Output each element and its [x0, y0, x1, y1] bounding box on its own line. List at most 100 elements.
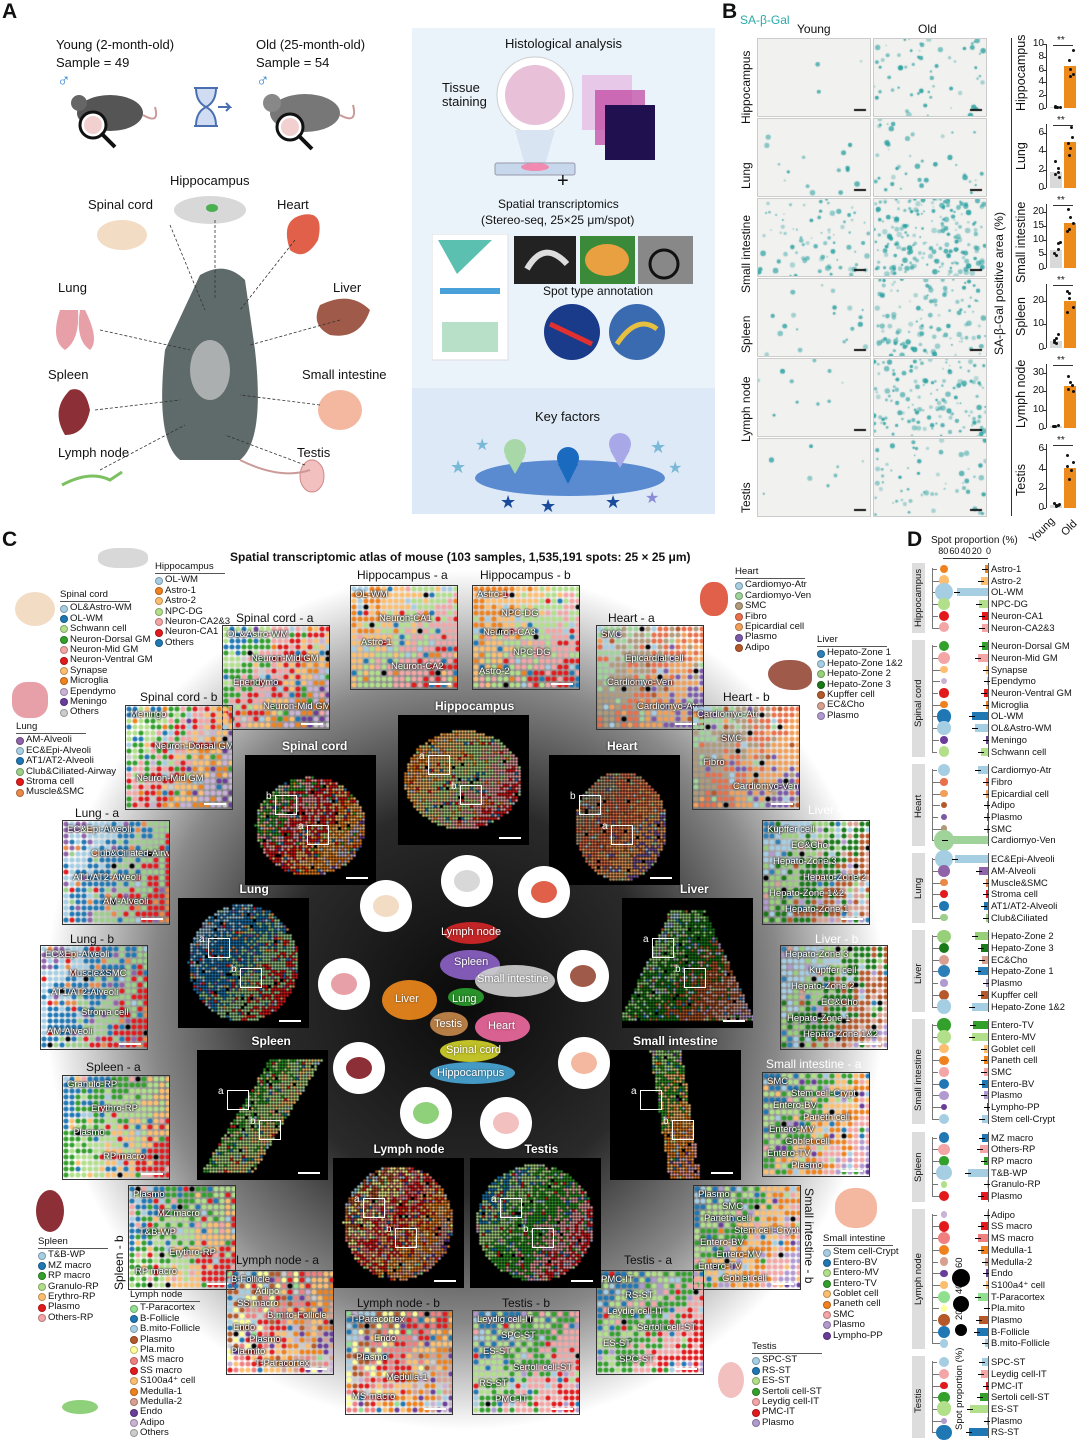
d-size-dot [937, 1232, 951, 1245]
zoom-region-box[interactable] [611, 825, 633, 845]
section-title: Heart [607, 739, 638, 753]
d-size-dot [938, 1244, 950, 1256]
spot-type-label: Hepato-Zone 1&2 [769, 888, 844, 899]
b-tick [1043, 391, 1046, 393]
zoom-region-box[interactable] [640, 1090, 662, 1110]
atlas-title: Spatial transcriptomic atlas of mouse (1… [230, 550, 691, 564]
d-dendrogram-branch [932, 983, 938, 985]
d-bar [981, 1079, 988, 1088]
d-bar [968, 1168, 988, 1177]
zoom-region-marker: b [663, 1116, 669, 1127]
legend-item-label: Entero-TV [833, 1277, 877, 1289]
d-size-dot [939, 1067, 949, 1077]
d-size-dot [936, 999, 952, 1014]
zoom-tile-title: Spinal cord - a [236, 611, 314, 625]
b-data-point [1072, 306, 1076, 310]
d-error-bar [974, 770, 981, 772]
zoom-region-box[interactable] [684, 968, 706, 988]
d-dendrogram-branch [932, 627, 945, 629]
zoom-region-box[interactable] [500, 1198, 522, 1218]
d-row-label: Paneth cell [991, 1054, 1038, 1066]
legend-item: Ependymo [60, 686, 153, 697]
atlas-organ-shape [430, 1062, 515, 1084]
legend-swatch [817, 712, 825, 721]
zoom-region-box[interactable] [227, 1090, 249, 1110]
legend-swatch [16, 767, 24, 776]
b-sig-bracket [1053, 365, 1073, 366]
legend-item-label: Pla.mito [140, 1344, 175, 1356]
legend-swatch [155, 618, 163, 627]
zoom-region-box[interactable] [240, 968, 262, 988]
zoom-region-box[interactable] [208, 938, 230, 958]
spot-type-label: Cardiomyo-Atr [697, 709, 759, 720]
legend-item: Stroma cell [16, 776, 116, 787]
zoom-region-box[interactable] [460, 785, 482, 805]
d-row-label: Fibro [991, 775, 1013, 787]
spot-type-label: OL&Astro-WM [227, 629, 289, 640]
spot-grid-image [223, 626, 329, 729]
zoom-region-box[interactable] [275, 795, 297, 815]
d-error-bar [983, 828, 990, 830]
d-error-bar [953, 592, 960, 594]
legend-swatch [60, 667, 68, 676]
legend-item-label: Plasmo [833, 1319, 865, 1331]
zoom-region-box[interactable] [259, 1120, 281, 1140]
d-size-dot [937, 929, 951, 943]
zoom-region-box[interactable] [307, 825, 329, 845]
d-size-dot [938, 622, 949, 633]
d-row-label: Neuron-Dorsal GM [991, 640, 1070, 652]
legend-swatch [60, 625, 68, 634]
zoom-region-box[interactable] [672, 1120, 694, 1140]
d-dendrogram-trunk [932, 858, 933, 919]
d-group-label: Spleen [913, 1152, 924, 1183]
small-intestine-icon [571, 1052, 597, 1074]
legend-item: Plasmo [735, 632, 811, 642]
scale-bar [551, 683, 573, 685]
d-row-label: EC&Epi-Alveoli [991, 853, 1055, 865]
b-tick-label: 4 [1038, 145, 1044, 157]
spot-grid-image [693, 706, 799, 809]
legend-item-label: SMC [745, 600, 767, 612]
d-size-dot [940, 701, 948, 709]
legend-item-label: Neuron-Mid GM [70, 644, 139, 656]
spot-type-label: Stem cell-Crypt [791, 1088, 856, 1099]
heart-icon [531, 881, 557, 903]
zoom-region-box[interactable] [652, 938, 674, 958]
zoom-region-box[interactable] [395, 1228, 417, 1248]
d-size-dot [940, 890, 948, 899]
spot-type-label: Stem cell-Crypt [734, 1225, 799, 1236]
zoom-region-marker: a [643, 934, 649, 945]
d-error-bar [976, 1320, 983, 1321]
zoom-region-box[interactable] [579, 795, 601, 815]
spot-type-label: Epicardial cell [625, 653, 684, 664]
legend-swatch [155, 576, 163, 585]
brain-circle [441, 855, 493, 907]
d-bar [977, 653, 988, 662]
brain-icon [98, 548, 148, 568]
spot-grid-image [227, 1271, 333, 1374]
d-row-label: Plasmo [991, 1414, 1023, 1426]
legend-item-label: Hepato-Zone 3 [827, 678, 891, 690]
legend-swatch [130, 1387, 138, 1396]
column-young-label: Young [797, 22, 831, 36]
spot-type-label: ES-ST [483, 1346, 511, 1357]
zoom-region-box[interactable] [532, 1228, 554, 1248]
zoom-region-box[interactable] [363, 1198, 385, 1218]
d-error-bar [984, 681, 991, 683]
legend-swatch [60, 677, 68, 686]
b-chart-organ-label: Testis [1014, 464, 1028, 496]
zoom-region-box[interactable] [428, 755, 450, 775]
legend-swatch [155, 639, 163, 648]
spot-grid-image [763, 1073, 869, 1176]
spinal-cord-circle [360, 880, 412, 932]
spot-type-label: Plasmo [698, 1189, 730, 1200]
spot-type-label: Meningo [130, 709, 167, 720]
d-error-bar [965, 1432, 972, 1434]
d-dendrogram-branch [932, 1308, 939, 1310]
d-row-label: Entero-BV [991, 1077, 1035, 1089]
spatial-section-map [333, 1158, 464, 1288]
d-error-bar [983, 669, 990, 671]
